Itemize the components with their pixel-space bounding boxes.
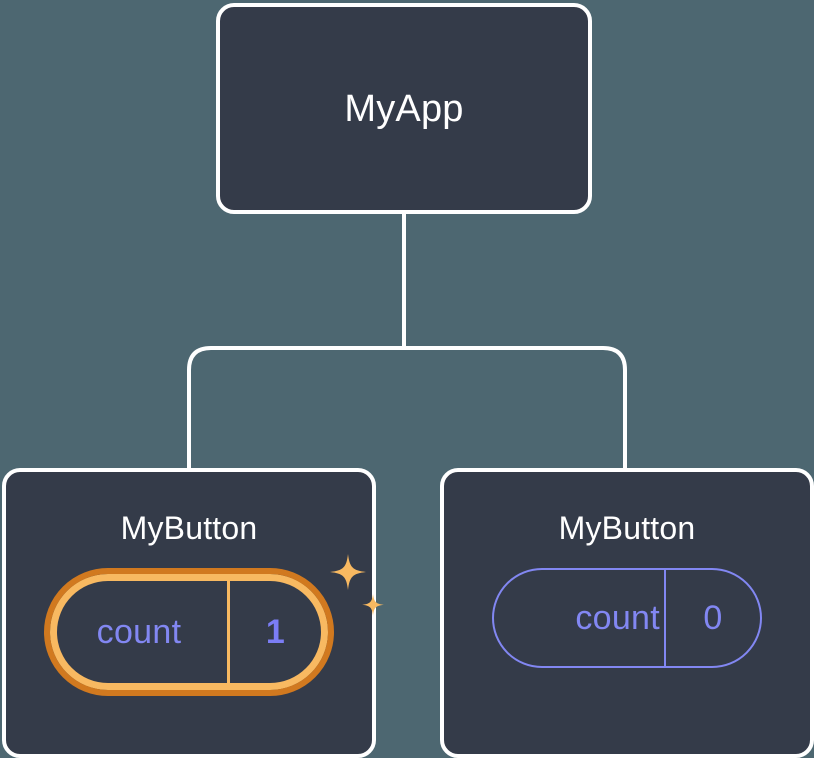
diagram-canvas: MyApp MyButton count 1 MyButton count: [2, 3, 814, 758]
node-mybutton-left-title: MyButton: [120, 510, 258, 546]
state-value-left: 1: [227, 581, 321, 683]
node-mybutton-left[interactable]: MyButton count 1: [2, 468, 384, 758]
state-key-label-right: count: [575, 598, 660, 637]
state-key-label-left: count: [96, 612, 182, 651]
sparkle-small-icon: [362, 594, 384, 616]
state-pill-left-wrap: count 1: [44, 554, 384, 696]
node-mybutton-right[interactable]: MyButton count 0: [440, 468, 814, 758]
connector-branch-bar: [187, 346, 627, 468]
state-pill-highlighted[interactable]: count 1: [44, 568, 334, 696]
state-pill-right-wrap: count 0: [492, 568, 762, 668]
sparkle-large-icon: [330, 554, 366, 590]
state-pill-plain[interactable]: count 0: [492, 568, 762, 668]
node-myapp-title: MyApp: [344, 87, 464, 130]
node-myapp[interactable]: MyApp: [216, 3, 592, 214]
state-value-right: 0: [664, 570, 760, 666]
node-mybutton-right-title: MyButton: [558, 510, 696, 546]
